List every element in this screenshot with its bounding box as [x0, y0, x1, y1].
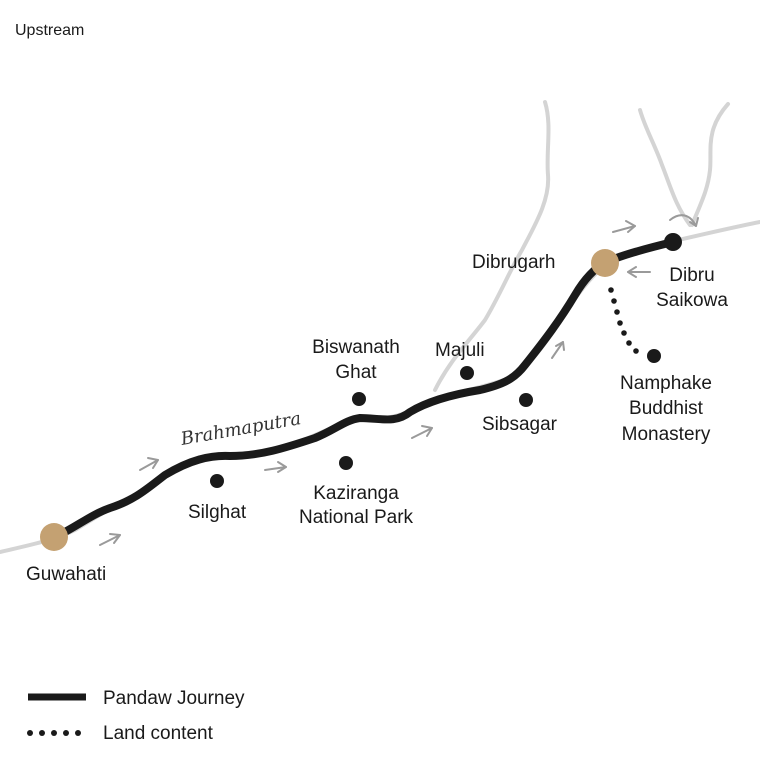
arrow-icon — [612, 220, 636, 233]
arrow-icon — [669, 214, 699, 227]
sibsagar-label: Sibsagar — [482, 414, 558, 435]
dibrugarh-stop-marker — [591, 249, 619, 277]
pandaw-journey-route — [51, 238, 677, 541]
namphake-label: Namphake — [620, 373, 712, 394]
land-dot — [614, 309, 620, 315]
namphake-label-line2: Buddhist — [629, 398, 704, 419]
majuli-marker — [460, 366, 474, 380]
land-dot — [621, 330, 627, 336]
land-content-path — [608, 287, 639, 354]
dibru-saikowa-label: Dibru — [669, 265, 714, 286]
dibru-saikowa-marker — [664, 233, 682, 251]
legend-journey-label: Pandaw Journey — [103, 688, 245, 709]
biswanath-label-line2: Ghat — [335, 362, 377, 383]
sibsagar-marker — [519, 393, 533, 407]
tributary-dibru-west — [638, 108, 692, 227]
legend: Pandaw Journey Land content — [27, 688, 245, 744]
biswanath-label: Biswanath — [312, 337, 400, 358]
namphake-label-line3: Monastery — [622, 424, 711, 445]
land-dot — [633, 348, 639, 354]
tributary-dibru-east — [690, 102, 730, 227]
land-dot — [626, 340, 632, 346]
silghat-marker — [210, 474, 224, 488]
namphake-monastery-marker — [647, 349, 661, 363]
silghat-label: Silghat — [188, 502, 247, 523]
legend-land-label: Land content — [103, 723, 214, 744]
arrow-icon — [551, 341, 565, 359]
arrow-icon — [627, 266, 651, 278]
map-heading: Upstream — [15, 22, 84, 39]
dibru-saikowa-label-line2: Saikowa — [656, 290, 728, 311]
land-dot — [608, 287, 614, 293]
legend-land-swatch — [27, 730, 81, 736]
land-dot — [611, 298, 617, 304]
arrow-icon — [139, 457, 159, 471]
flow-arrows — [99, 214, 699, 546]
guwahati-stop-marker — [40, 523, 68, 551]
majuli-label: Majuli — [435, 340, 485, 361]
arrow-icon — [411, 425, 433, 439]
arrow-icon — [264, 461, 287, 473]
arrow-icon — [99, 533, 121, 546]
biswanath-ghat-marker — [352, 392, 366, 406]
kaziranga-label-line2: National Park — [299, 507, 414, 528]
land-dot — [617, 320, 623, 326]
guwahati-label: Guwahati — [26, 564, 106, 585]
kaziranga-marker — [339, 456, 353, 470]
kaziranga-label: Kaziranga — [313, 483, 399, 504]
tributary-north — [433, 100, 551, 392]
dibrugarh-label: Dibrugarh — [472, 252, 555, 273]
